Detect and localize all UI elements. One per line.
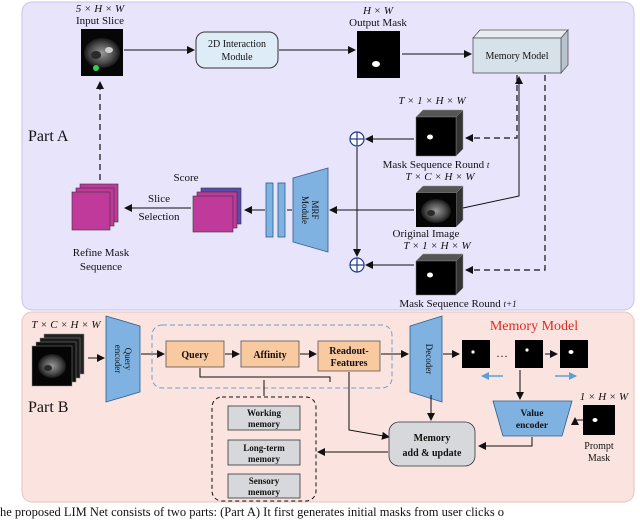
query-encoder-label: Queryencoder: [113, 345, 133, 373]
query-box: [165, 340, 225, 368]
working-memory: [227, 405, 301, 431]
mask-seq-t-label: Mask Sequence Round t: [383, 159, 490, 171]
readout-box: [317, 340, 381, 372]
prompt-mask-line1: Prompt: [584, 441, 614, 452]
prompt-mask-line2: Mask: [588, 453, 610, 464]
affinity-box-label: Affinity: [253, 350, 286, 361]
arrow-readout-to-memory-update: [348, 372, 390, 440]
sensory-memory-line2: memory: [248, 487, 280, 497]
refine-mask-line2: Sequence: [80, 261, 122, 273]
working-memory-line2: memory: [248, 419, 280, 429]
memory-model-box-label: Memory Model: [485, 51, 548, 62]
readout-box-line2: Features: [330, 358, 367, 369]
output-mask-label: Output Mask: [349, 17, 407, 29]
decoder: [409, 315, 443, 403]
score-stack: [192, 187, 242, 233]
part-b-input-stack: [31, 333, 85, 387]
query-pipeline-container: [151, 324, 393, 389]
memory-update-line2: add & update: [403, 448, 462, 459]
arrow-original-to-memory: [462, 76, 523, 209]
working-memory-line1: Working: [247, 408, 282, 418]
mask-ellipsis: …: [496, 346, 508, 360]
part-b-label: Part B: [28, 399, 68, 416]
combine-plus-bottom: [349, 257, 365, 273]
mask-seq-t-stack: [415, 109, 464, 157]
arrow-value-encoder-to-memory: [478, 437, 533, 450]
mask-seq-t1-stack: [415, 253, 464, 296]
output-mask-image: [357, 31, 400, 78]
arrow-prompt-to-value-encoder: [571, 417, 583, 425]
long-term-memory: [227, 439, 301, 466]
value-encoder-line1: Value: [521, 409, 544, 419]
interaction-module: [195, 31, 279, 69]
link-query-to-memory: [199, 368, 331, 382]
part-b-input-dims: T × C × H × W: [31, 319, 101, 331]
input-slice-image: [81, 29, 123, 76]
refine-mask-line1: Refine Mask: [73, 247, 130, 259]
original-image-dims: T × C × H × W: [405, 171, 475, 183]
input-slice-label: Input Slice: [76, 15, 124, 27]
long-term-memory-line2: memory: [248, 454, 280, 464]
mask-seq-t-dims: T × 1 × H × W: [398, 95, 466, 107]
mrf-module: [292, 167, 329, 253]
combine-plus-top: [349, 131, 365, 147]
memory-update-line1: Memory: [414, 433, 451, 444]
sensory-memory-line1: Sensory: [249, 476, 280, 486]
interaction-module-line1: 2D Interaction: [208, 39, 266, 50]
memory-update-box: [388, 421, 476, 467]
interaction-module-line2: Module: [221, 52, 253, 63]
dashed-memory-to-mask-t: [465, 75, 518, 142]
score-label: Score: [173, 172, 198, 184]
memory-stores-container: [211, 396, 317, 502]
readout-box-line1: Readout-: [329, 346, 368, 357]
sensory-memory: [227, 473, 301, 499]
slice-selection-line2: Selection: [139, 211, 180, 223]
output-mask-sequence: [462, 340, 588, 368]
dashed-memory-to-mask-t1: [465, 75, 546, 274]
refine-mask-stack: [71, 183, 119, 231]
feature-bar-1: [265, 182, 274, 238]
figure-caption: he proposed LIM Net consists of two part…: [0, 505, 505, 519]
decoder-label: Decoder: [424, 344, 434, 374]
long-term-memory-line1: Long-term: [243, 443, 285, 453]
affinity-box: [240, 340, 300, 368]
memory-model-box: Memory Model: [472, 28, 569, 75]
feature-bar-2: [277, 182, 286, 238]
original-image-label: Original Image: [393, 228, 460, 240]
query-encoder: [105, 315, 141, 403]
input-slice-dims: 5 × H × W: [76, 3, 125, 15]
prompt-dims: 1 × H × W: [580, 391, 629, 403]
mask-seq-t1-label: Mask Sequence Round t+1: [399, 298, 516, 310]
output-mask-dims: H × W: [362, 5, 394, 17]
original-image-stack: [415, 185, 464, 228]
part-a-label: Part A: [28, 128, 69, 145]
prompt-mask-image: [583, 405, 615, 435]
part-a-panel: [21, 1, 635, 311]
mask-seq-t1-dims: T × 1 × H × W: [403, 240, 471, 252]
query-box-label: Query: [181, 350, 208, 361]
mrf-module-label: MRFModule: [300, 196, 320, 224]
value-encoder: [492, 400, 573, 437]
slice-selection-line1: Slice: [148, 193, 170, 205]
value-encoder-line2: encoder: [516, 421, 549, 431]
memory-model-title: Memory Model: [490, 319, 578, 334]
